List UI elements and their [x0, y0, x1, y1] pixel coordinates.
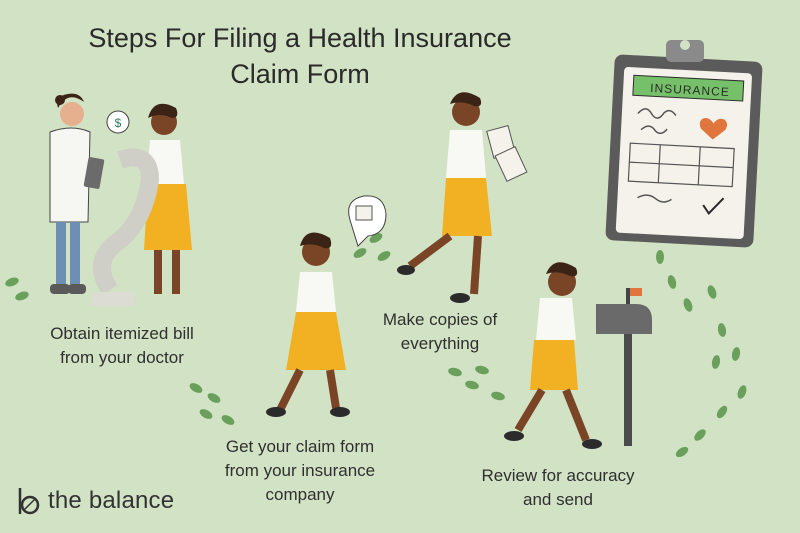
- step-label-line: from your insurance: [224, 461, 376, 480]
- step-label-line: Obtain itemized bill: [50, 324, 194, 343]
- step-label-line: Get your claim form: [225, 437, 375, 456]
- page-title-line-2: Claim Form: [230, 59, 370, 89]
- step-label-line: Make copies of: [382, 310, 498, 329]
- page-title-line-1: Steps For Filing a Health Insurance: [88, 23, 512, 53]
- balance-logo-icon: [18, 488, 40, 515]
- step-label-line: from your doctor: [60, 348, 184, 367]
- step-obtain-bill: Obtain itemized bill from your doctor: [22, 322, 222, 370]
- step-make-copies: Make copies of everything: [350, 308, 530, 356]
- step-get-claim-form: Get your claim form from your insurance …: [200, 435, 400, 507]
- patient-with-bill-figure: [92, 103, 192, 306]
- mailing-figure: [504, 262, 652, 449]
- step-review-send: Review for accuracy and send: [458, 464, 658, 512]
- insurance-clipboard-icon: [605, 40, 763, 248]
- step-label-line: and send: [523, 490, 593, 509]
- doctor-figure: $: [49, 93, 130, 294]
- brand-name: the balance: [48, 487, 175, 514]
- step-label-line: Review for accuracy: [481, 466, 635, 485]
- step-label-line: everything: [400, 334, 480, 353]
- copier-figure: [397, 92, 528, 303]
- brand-logo: the balance: [16, 484, 174, 518]
- phone-caller-figure: [266, 195, 387, 417]
- step-label-line: company: [265, 485, 335, 504]
- svg-text:$: $: [115, 116, 122, 130]
